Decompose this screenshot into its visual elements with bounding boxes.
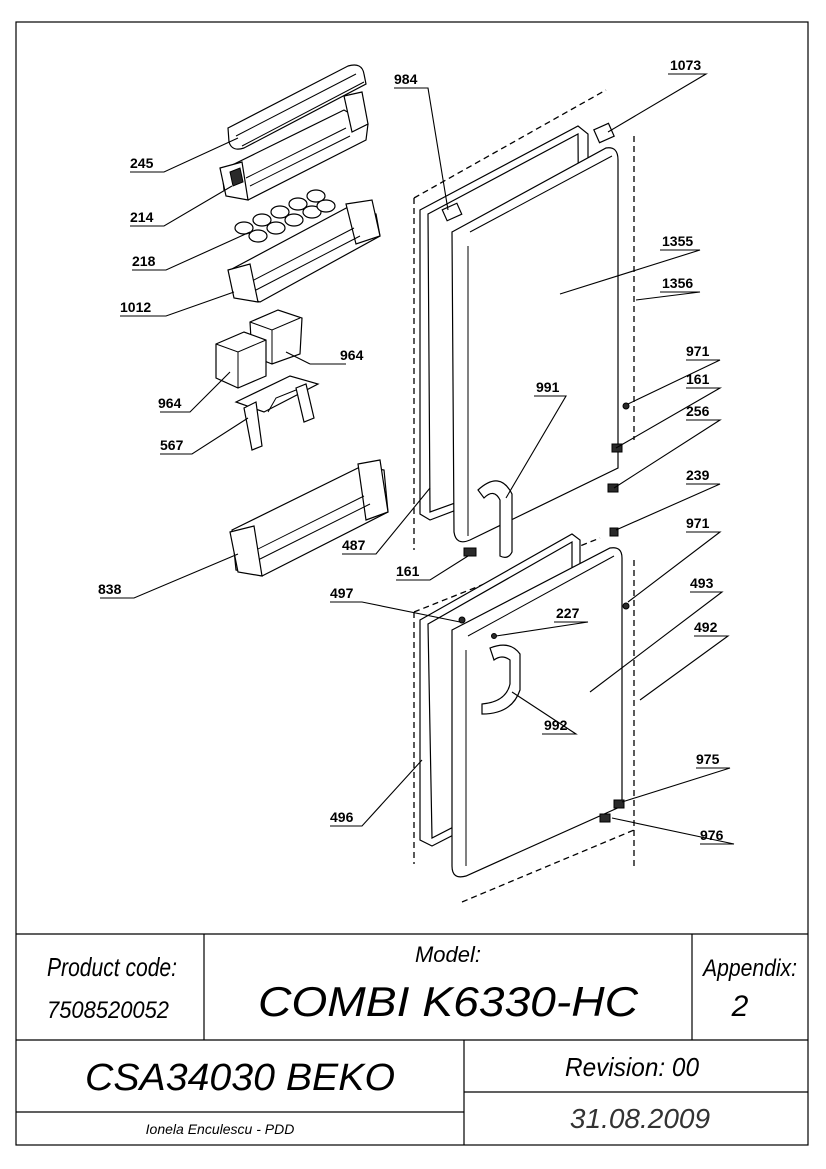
callout-214: 214 [130,209,154,225]
callout-492: 492 [694,619,718,635]
part-1355-upper-door [441,122,619,543]
callout-245: 245 [130,155,154,171]
title-block [16,933,808,1145]
part-964-box-left [215,331,267,389]
part-976-hinge [599,813,611,823]
callout-161-right: 161 [686,371,710,387]
callout-838: 838 [98,581,122,597]
part-975-hinge-pin [613,799,625,809]
callout-493: 493 [690,575,714,591]
revision-date: 31.08.2009 [570,1103,710,1134]
appendix-label: Appendix: [701,955,797,982]
callout-971-upper: 971 [686,343,710,359]
explode-line [413,89,607,199]
callout-964-left: 964 [158,395,182,411]
part-991-upper-handle [477,480,513,558]
product-code-value: 7508520052 [47,997,169,1024]
part-992-lower-handle [481,644,521,715]
callout-497: 497 [330,585,354,601]
callout-1073: 1073 [670,57,701,73]
revision: Revision: 00 [565,1052,700,1082]
part-227-plug [491,633,497,639]
callout-976: 976 [700,827,724,843]
part-245-shelf-cover [227,64,367,150]
part-256-stop [607,483,619,493]
appendix-value: 2 [731,990,749,1023]
author: Ionela Enculescu - PDD [146,1121,295,1137]
part-567-box-holder [234,375,320,451]
callout-227: 227 [556,605,580,621]
explode-line [461,829,635,903]
part-971-pin [622,402,630,410]
callout-971-lower: 971 [686,515,710,531]
callout-239: 239 [686,467,710,483]
part-218-egg-tray [234,189,336,243]
model-value: COMBI K6330-HC [258,978,639,1025]
callout-991: 991 [536,379,560,395]
part-1012-door-shelf [227,199,381,303]
callout-496: 496 [330,809,354,825]
drawing-frame [15,21,809,1146]
callout-487: 487 [342,537,366,553]
callout-1012: 1012 [120,299,151,315]
callout-1355: 1355 [662,233,693,249]
part-161-hinge-bush [463,547,477,557]
callout-984: 984 [394,71,418,87]
leader-lines [100,73,735,845]
model-label: Model: [415,942,481,967]
callout-218: 218 [132,253,156,269]
project-code: CSA34030 BEKO [85,1057,395,1099]
callout-161-left: 161 [396,563,420,579]
part-971-pin [622,602,630,610]
part-239-pin [609,527,619,537]
callout-256: 256 [686,403,710,419]
callout-567: 567 [160,437,184,453]
callout-975: 975 [696,751,720,767]
callout-1356: 1356 [662,275,693,291]
part-214-door-shelf [219,91,369,201]
part-838-bottle-shelf [229,459,389,577]
product-code-label: Product code: [47,952,177,982]
callout-964-right: 964 [340,347,364,363]
callout-992: 992 [544,717,568,733]
